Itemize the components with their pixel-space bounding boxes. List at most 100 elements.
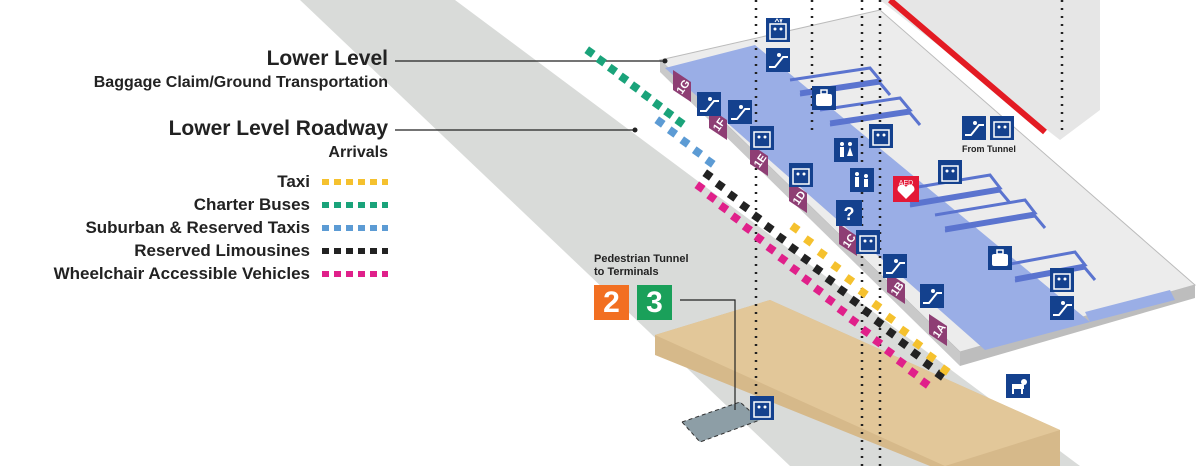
door-1c: 1C xyxy=(839,224,859,256)
legend-label: Taxi xyxy=(277,172,310,191)
charter-bus-lane-mark xyxy=(663,107,675,119)
wheelchair-vehicle-lane-mark xyxy=(883,346,896,358)
charter-bus-lane-mark xyxy=(640,90,652,102)
wheelchair-vehicle-lane-mark xyxy=(694,181,706,193)
wheelchair-vehicle-lane-mark xyxy=(907,367,919,379)
wheelchair-vehicle-lane-mark xyxy=(765,243,777,255)
wheelchair-vehicle-lane-mark xyxy=(860,325,872,337)
legend-swatch xyxy=(322,271,388,277)
info-icon: ? xyxy=(836,200,862,226)
baggage-icon xyxy=(988,246,1012,270)
building-platform-side xyxy=(660,60,960,366)
limousine-lane-mark xyxy=(922,358,934,371)
charter-bus-lane-mark xyxy=(606,63,619,76)
wheelchair-vehicle-lane-mark xyxy=(872,336,884,348)
pedestrian-tunnel-top xyxy=(655,300,1060,466)
legend-item: Wheelchair Accessible Vehicles xyxy=(54,264,388,284)
limousine-lane-mark xyxy=(714,179,726,192)
taxi-lane-mark xyxy=(912,338,924,350)
elevator-icon xyxy=(990,116,1014,140)
from-tunnel-label: From Tunnel xyxy=(962,144,1016,154)
leader-roadway-dot xyxy=(632,127,638,133)
wheelchair-vehicle-lane-mark xyxy=(777,253,789,265)
pickup-lanes xyxy=(584,46,951,389)
limousine-lane-mark xyxy=(885,327,897,339)
info-label: ? xyxy=(844,204,855,224)
taxi-lane-mark xyxy=(816,248,828,260)
legend-item: Taxi xyxy=(277,172,388,192)
charter-bus-lane-mark xyxy=(651,98,664,111)
lower-level-subtitle: Baggage Claim/Ground Transportation xyxy=(93,74,388,91)
elevator-icon xyxy=(750,126,774,150)
escalator-icon xyxy=(766,48,790,72)
door-1d: 1D xyxy=(789,181,809,213)
baggage-claim-floor-edge xyxy=(1085,290,1175,322)
baggage-claim-floor xyxy=(665,45,1090,350)
elevator-icon xyxy=(789,163,813,187)
limousine-lane-mark xyxy=(751,211,763,223)
suburban-taxi-lane-mark xyxy=(679,136,691,148)
legend-item: Suburban & Reserved Taxis xyxy=(85,218,388,238)
legend-item: Charter Buses xyxy=(194,195,388,215)
elevator-icon xyxy=(766,18,790,42)
door-1g: 1G xyxy=(673,70,693,102)
restroom-icon xyxy=(834,138,858,162)
aed-label: AED xyxy=(899,180,913,187)
terminal-badge: 3 xyxy=(637,285,672,320)
suburban-taxi-lane-mark xyxy=(666,126,679,138)
taxi-lane-mark xyxy=(857,286,869,299)
limousine-lane-mark xyxy=(897,337,909,349)
charter-bus-lane-mark xyxy=(618,72,630,84)
limousine-lane-mark xyxy=(861,306,873,318)
taxi-lane-mark xyxy=(898,325,910,337)
limousine-lane-mark xyxy=(787,243,800,255)
aed-icon: AED xyxy=(893,176,919,202)
elevator-icon xyxy=(938,160,962,184)
suburban-taxi-lane-mark xyxy=(704,156,716,168)
tunnel-walkway xyxy=(681,401,761,443)
escalator-icon xyxy=(883,254,907,278)
taxi-lane-mark xyxy=(843,274,856,286)
roadway xyxy=(300,0,1080,466)
suburban-taxi-lane-mark xyxy=(691,146,704,158)
limousine-lane-mark xyxy=(702,169,714,181)
door-1a: 1A xyxy=(929,314,949,346)
rail-line xyxy=(888,0,1047,135)
taxi-lane-mark xyxy=(925,351,937,363)
taxi-lane-mark xyxy=(830,261,842,273)
limousine-lane-mark xyxy=(824,274,836,286)
limousine-lane-mark xyxy=(775,232,787,244)
roadway-title: Lower Level Roadway xyxy=(168,117,388,140)
escalator-icon xyxy=(962,116,986,140)
charter-bus-lane-mark xyxy=(595,55,607,67)
roadway-subtitle: Arrivals xyxy=(328,144,388,161)
limousine-lane-mark xyxy=(739,201,751,213)
wheelchair-vehicle-lane-mark xyxy=(706,191,718,203)
baggage-icon xyxy=(812,86,836,110)
legend-label: Wheelchair Accessible Vehicles xyxy=(53,264,310,283)
escalator-icon xyxy=(920,284,944,308)
legend-swatch xyxy=(322,202,388,208)
limousine-lane-mark xyxy=(812,264,824,276)
limousine-lane-mark xyxy=(726,190,738,202)
tunnel-label-line2: to Terminals xyxy=(594,266,659,278)
elevator-icon xyxy=(869,124,893,148)
leader-tunnel xyxy=(680,299,736,410)
wheelchair-vehicle-lane-mark xyxy=(753,233,765,245)
door-1b: 1B xyxy=(887,272,907,304)
wheelchair-vehicle-lane-mark xyxy=(729,212,742,224)
wheelchair-vehicle-lane-mark xyxy=(848,315,860,327)
service-animal-icon xyxy=(1006,374,1030,398)
escalator-icon xyxy=(728,100,752,124)
taxi-lane-mark xyxy=(789,222,801,234)
limousine-lane-mark xyxy=(848,295,861,307)
wheelchair-vehicle-lane-mark xyxy=(718,202,730,214)
leader-lower-level-dot xyxy=(662,58,668,64)
elevator-icon xyxy=(1050,268,1074,292)
wheelchair-vehicle-lane-mark xyxy=(741,222,753,234)
legend-item: Reserved Limousines xyxy=(134,241,388,261)
legend-label: Charter Buses xyxy=(193,195,310,214)
limousine-lane-mark xyxy=(910,348,922,360)
